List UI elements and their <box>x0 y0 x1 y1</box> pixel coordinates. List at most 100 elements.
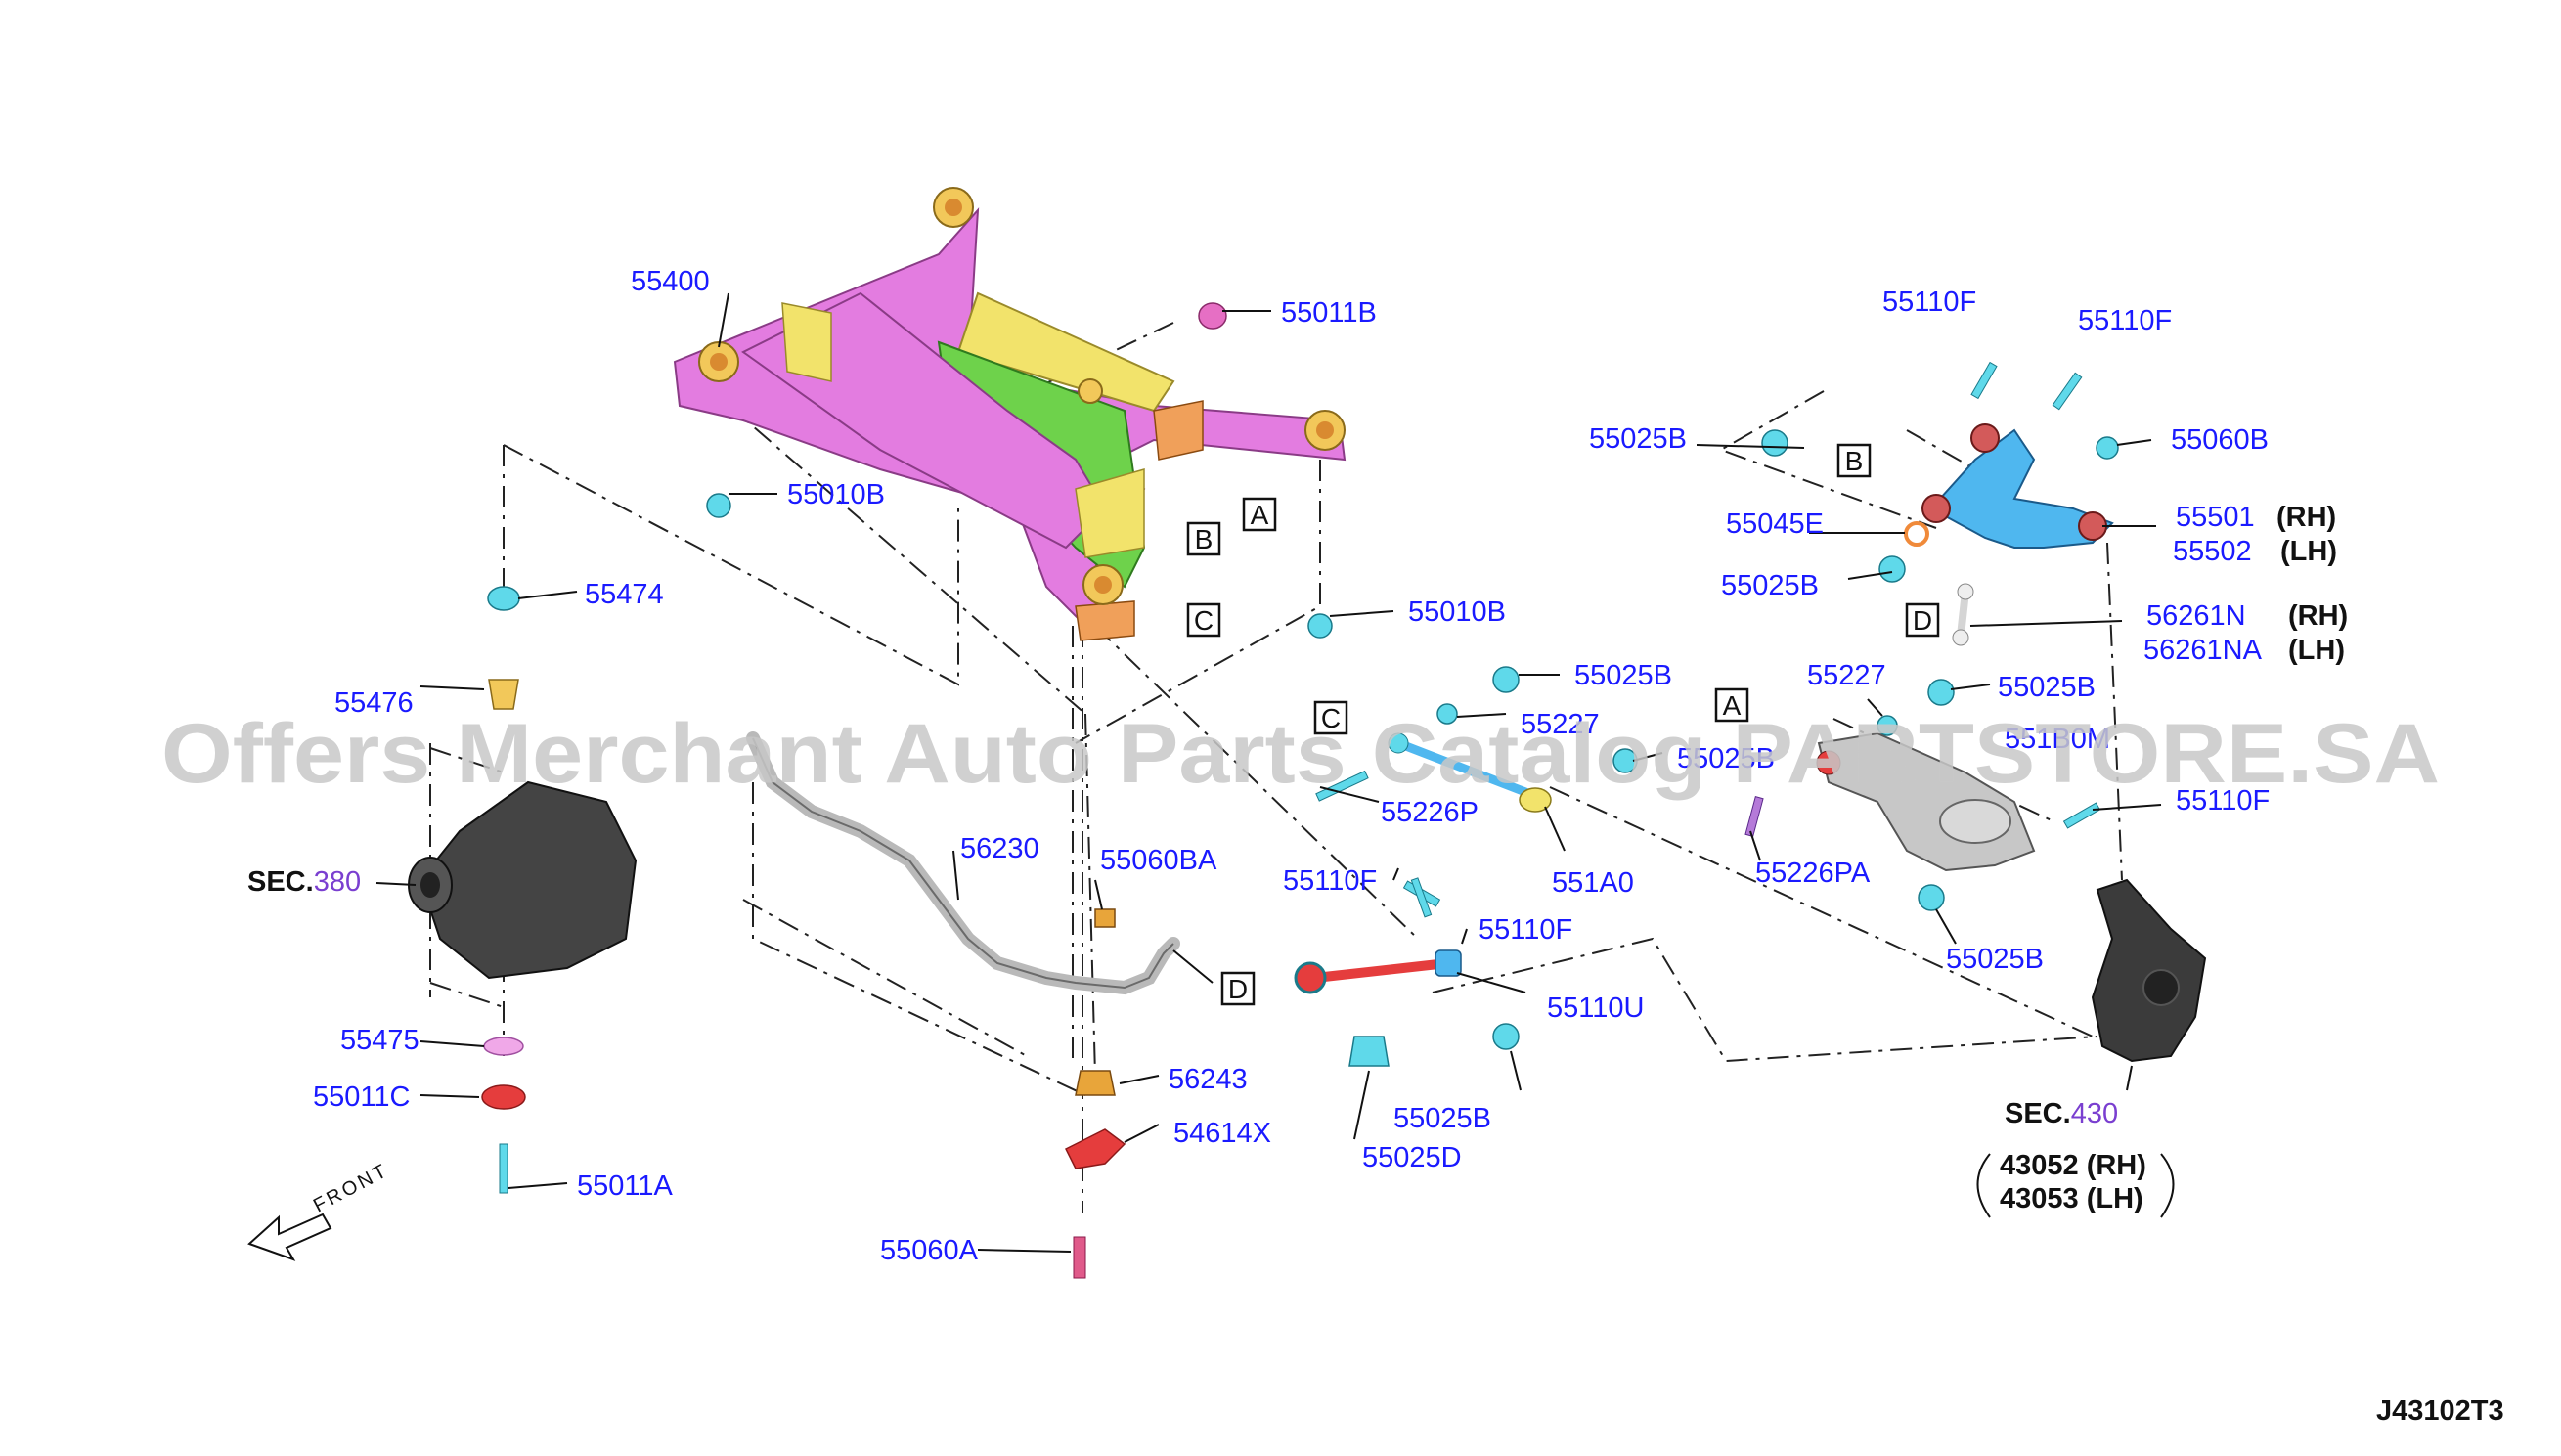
side-label-lh: (LH) <box>2288 635 2345 666</box>
callout-c-subframe: C <box>1186 602 1221 638</box>
svg-text:D: D <box>1913 605 1932 636</box>
side-label-rh: (RH) <box>2276 502 2336 533</box>
part-label-43053: 43053 (LH) <box>2000 1183 2143 1214</box>
55227-washer-icon <box>1436 703 1458 725</box>
watermark-text: Offers Merchant Auto Parts Catalog PARTS… <box>161 707 2440 801</box>
part-label-55011C: 55011C <box>313 1081 410 1113</box>
part-label-55025B: 55025B <box>1589 423 1687 455</box>
callout-a-lower-arm: A <box>1714 687 1749 723</box>
part-label-55110F: 55110F <box>1283 865 1377 897</box>
part-label-55011B: 55011B <box>1281 297 1377 329</box>
55110F-bolt-icon <box>1970 361 1998 400</box>
part-label-55110F: 55110F <box>1882 287 1976 318</box>
part-label-55226PA: 55226PA <box>1755 858 1871 889</box>
55060BA-nut-icon <box>1094 908 1116 928</box>
lower-arm[interactable] <box>1816 731 2036 872</box>
front-direction-indicator: FRONT <box>247 1160 392 1261</box>
part-label-55474: 55474 <box>585 579 664 610</box>
55025B-nut-icon <box>1927 679 1955 706</box>
55226P-bolt-icon <box>1315 770 1369 802</box>
part-label-55045E: 55045E <box>1726 508 1824 540</box>
part-label-55060B: 55060B <box>2171 424 2269 456</box>
54614X-bracket-icon <box>1064 1128 1126 1169</box>
part-label-54614X: 54614X <box>1173 1118 1271 1149</box>
55060A-bolt-icon <box>1073 1236 1086 1279</box>
part-label-55502: 55502 <box>2173 536 2252 567</box>
55045E-washer-icon <box>1904 521 1929 547</box>
55025D-bushing-icon <box>1348 1036 1390 1067</box>
55011C-washer-icon <box>481 1084 526 1110</box>
callout-c-link: C <box>1313 700 1348 735</box>
55025B-nut-icon <box>1492 1023 1520 1050</box>
55025B-nut-icon <box>1878 555 1906 583</box>
55110F-bolt-icon <box>2052 372 2083 411</box>
part-label-55227: 55227 <box>1807 660 1886 691</box>
part-label-55110F: 55110F <box>2078 305 2172 336</box>
55110F-bolt-icon <box>2062 802 2101 829</box>
55010B-nut-icon <box>1307 613 1333 639</box>
leader-lines <box>419 292 2162 1253</box>
lateral-link-55110U[interactable] <box>1294 949 1462 994</box>
callout-boxes: A B C D B D C A <box>1186 443 1940 1006</box>
toe-link[interactable] <box>1952 583 1974 646</box>
stabilizer-bar[interactable] <box>746 731 1180 995</box>
part-label-55010B: 55010B <box>1408 596 1506 628</box>
55475-washer-icon <box>483 1037 524 1056</box>
part-label-55060A: 55060A <box>880 1235 979 1266</box>
callout-b-upper-arm: B <box>1836 443 1872 478</box>
svg-text:A: A <box>1723 690 1742 721</box>
part-label-551A0: 551A0 <box>1552 867 1634 899</box>
svg-text:D: D <box>1228 974 1248 1004</box>
section-references: SEC.380 SEC.430 43052 (RH) 43053 (LH) <box>247 866 2175 1218</box>
part-label-55010B: 55010B <box>787 479 885 510</box>
part-label-55060BA: 55060BA <box>1100 845 1217 876</box>
svg-text:A: A <box>1251 500 1269 530</box>
axle-knuckle[interactable] <box>2091 878 2207 1063</box>
part-label-55025B: 55025B <box>1998 672 2096 703</box>
56243-bushing-icon <box>1075 1070 1116 1096</box>
part-label-55110U: 55110U <box>1547 993 1644 1024</box>
part-number-labels: 55400 55011B 55010B 55010B 55474 55476 5… <box>313 266 2348 1266</box>
part-label-55011A: 55011A <box>577 1170 673 1202</box>
55476-bushing-icon <box>488 679 519 710</box>
part-label-55025B: 55025B <box>1721 570 1819 601</box>
part-label-55025B: 55025B <box>1393 1103 1491 1134</box>
55025B-nut-icon <box>1761 429 1788 457</box>
side-label-rh: (RH) <box>2288 600 2348 632</box>
callout-d-stabilizer: D <box>1220 971 1256 1006</box>
55227-washer-icon <box>1877 715 1898 736</box>
55474-bushing-icon <box>487 586 520 611</box>
part-label-55227: 55227 <box>1521 709 1600 740</box>
55025B-nut-icon <box>1492 666 1520 693</box>
part-label-55475: 55475 <box>340 1025 419 1056</box>
rear-subframe[interactable] <box>673 187 1347 641</box>
lateral-link-551A0[interactable] <box>1388 732 1552 813</box>
callout-a-subframe: A <box>1242 497 1277 532</box>
part-label-55025D: 55025D <box>1362 1142 1462 1173</box>
svg-text:C: C <box>1194 605 1214 636</box>
upper-arm[interactable] <box>1921 423 2114 549</box>
callout-b-subframe: B <box>1186 521 1221 556</box>
part-label-43052: 43052 (RH) <box>2000 1150 2146 1181</box>
part-label-55025B: 55025B <box>1574 660 1672 691</box>
55226PA-bolt-icon <box>1744 796 1764 837</box>
55010B-nut-icon <box>706 493 731 518</box>
sec-430-label: SEC.430 <box>2005 1098 2118 1129</box>
hardware-parts <box>481 302 2119 1279</box>
part-label-55400: 55400 <box>631 266 710 297</box>
svg-text:B: B <box>1195 524 1214 554</box>
part-label-55025B: 55025B <box>1677 743 1775 774</box>
differential[interactable] <box>408 780 638 980</box>
part-label-55110F: 55110F <box>2176 785 2270 816</box>
front-arrow-icon <box>247 1213 332 1261</box>
part-label-56261N: 56261N <box>2146 600 2246 632</box>
part-label-551B0M: 551B0M <box>2005 724 2110 755</box>
55025B-nut-icon <box>1612 748 1638 773</box>
55011B-bushing-icon <box>1198 302 1227 330</box>
part-label-55501: 55501 <box>2176 502 2255 533</box>
part-label-56243: 56243 <box>1169 1064 1248 1095</box>
55025B-nut-icon <box>1918 884 1945 911</box>
55011A-bolt-icon <box>499 1143 508 1194</box>
svg-text:B: B <box>1845 446 1864 476</box>
